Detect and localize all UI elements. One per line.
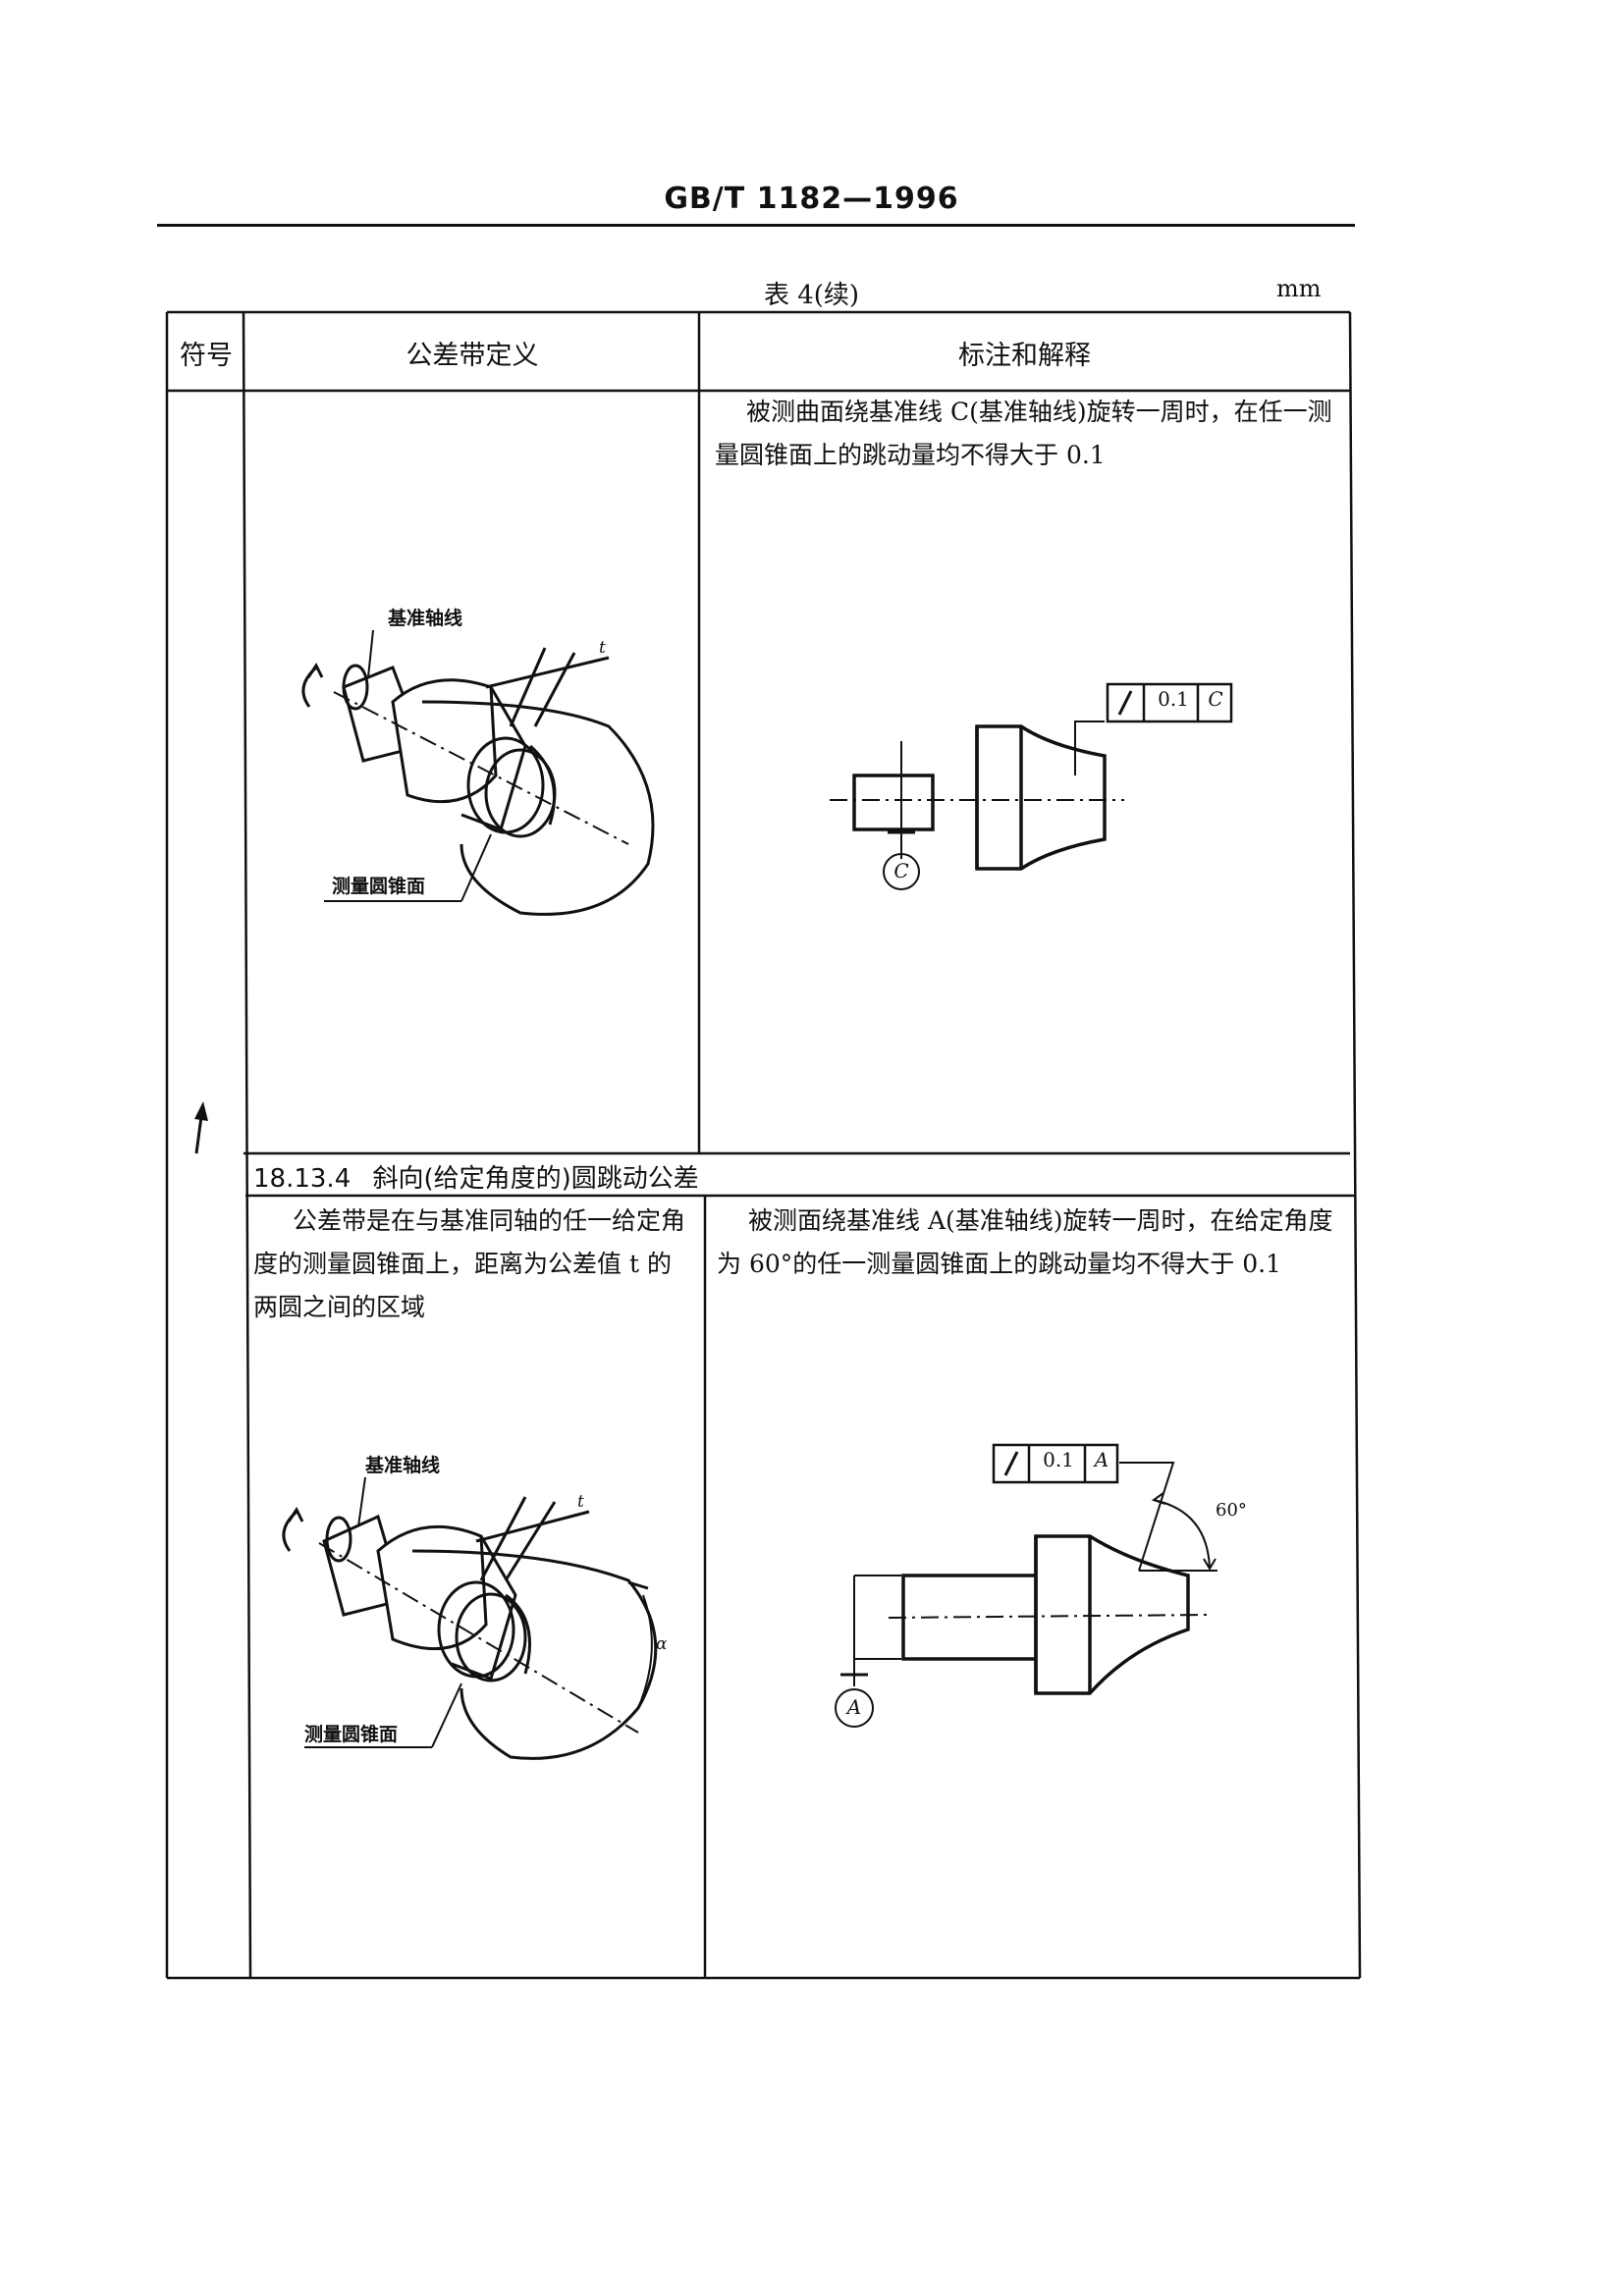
table-unit: mm — [1276, 275, 1322, 302]
row2-frame-datum: A — [1094, 1448, 1109, 1471]
row1-frame-value: 0.1 — [1158, 687, 1189, 711]
table-caption: 表 4(续) — [763, 281, 860, 310]
row1-datum-label: C — [893, 859, 909, 882]
row2-axis-label: 基准轴线 — [365, 1455, 441, 1476]
row2-angle-label: 60° — [1216, 1500, 1247, 1521]
column-header-definition: 公差带定义 — [406, 341, 539, 371]
section-heading: 18.13.4 斜向(给定角度的)圆跳动公差 — [253, 1158, 699, 1195]
row2-cone-label: 测量圆锥面 — [304, 1724, 399, 1745]
row1-axis-label: 基准轴线 — [388, 608, 463, 629]
row2-definition-text: 公差带是在与基准同轴的任一给定角度的测量圆锥面上，距离为公差值 t 的两圆之间的… — [253, 1206, 686, 1321]
row1-cone-label: 测量圆锥面 — [332, 876, 426, 897]
section-number: 18.13.4 — [253, 1164, 352, 1194]
column-header-annotation: 标注和解释 — [958, 341, 1091, 371]
row2-frame-value: 0.1 — [1043, 1448, 1074, 1471]
header-rule — [157, 224, 1355, 227]
row2-datum-label: A — [846, 1695, 862, 1719]
row1-t-label: t — [599, 638, 606, 658]
row1-annotation-text: 被测曲面绕基准线 C(基准轴线)旋转一周时，在任一测量圆锥面上的跳动量均不得大于… — [715, 398, 1332, 469]
column-header-symbol: 符号 — [180, 341, 233, 371]
page-header: GB/T 1182—1996 — [664, 182, 959, 216]
row1-frame-datum: C — [1208, 687, 1223, 711]
row2-annotation-text: 被测面绕基准线 A(基准轴线)旋转一周时，在给定角度为 60°的任一测量圆锥面上… — [717, 1206, 1333, 1278]
section-title: 斜向(给定角度的)圆跳动公差 — [372, 1164, 699, 1194]
row2-alpha-label: α — [656, 1634, 668, 1654]
row2-t-label: t — [577, 1492, 584, 1512]
